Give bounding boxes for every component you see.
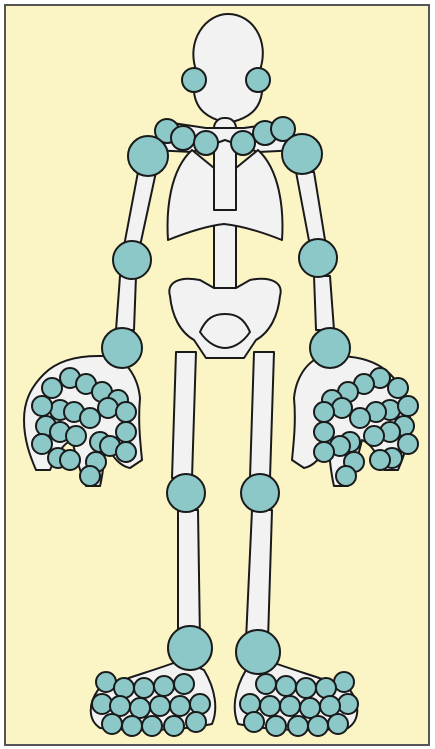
left-hand-joint — [116, 442, 136, 462]
right-wrist-joint — [310, 328, 350, 368]
left-ankle-joint — [168, 626, 212, 670]
right-hand-joint — [388, 378, 408, 398]
right-hand-joint — [398, 434, 418, 454]
right-toe-joint — [244, 712, 264, 732]
left-sternoclavicular-joint — [194, 131, 218, 155]
left-toe-joint — [114, 678, 134, 698]
left-femur — [172, 352, 196, 478]
right-hand-joint — [336, 466, 356, 486]
left-knee-joint — [167, 474, 205, 512]
left-hand-joint — [32, 434, 52, 454]
right-toe-joint — [300, 698, 320, 718]
right-hand-joint — [314, 402, 334, 422]
left-hand-joint — [80, 466, 100, 486]
left-hand-joint — [32, 396, 52, 416]
left-elbow-joint — [113, 241, 151, 279]
right-toe-joint — [240, 694, 260, 714]
right-hand-joint — [364, 426, 384, 446]
right-toe-joint — [316, 678, 336, 698]
right-ankle-joint — [236, 630, 280, 674]
right-jaw-joint — [246, 68, 270, 92]
right-upper-arm-joint — [282, 134, 322, 174]
left-toe-joint — [190, 694, 210, 714]
right-toe-joint — [288, 716, 308, 736]
left-toe-joint — [150, 696, 170, 716]
left-toe-joint — [102, 714, 122, 734]
left-toe-joint — [134, 678, 154, 698]
left-toe-joint — [174, 674, 194, 694]
skull — [193, 14, 262, 122]
right-forearm — [314, 276, 334, 330]
left-toe-joint — [170, 696, 190, 716]
right-toe-joint — [296, 678, 316, 698]
right-toe-joint — [280, 696, 300, 716]
left-hand-joint — [42, 378, 62, 398]
right-toe-joint — [334, 672, 354, 692]
left-toe-joint — [110, 696, 130, 716]
left-clavicle-joint — [171, 126, 195, 150]
right-elbow-joint — [299, 239, 337, 277]
left-tibia — [178, 510, 200, 640]
left-toe-joint — [164, 716, 184, 736]
left-toe-joint — [122, 716, 142, 736]
left-forearm — [116, 276, 136, 330]
left-hand-joint — [116, 422, 136, 442]
left-wrist-joint — [102, 328, 142, 368]
left-hand-joint — [80, 408, 100, 428]
right-hand-joint — [332, 398, 352, 418]
left-hand-joint — [98, 398, 118, 418]
right-toe-joint — [260, 696, 280, 716]
right-hand-joint — [398, 396, 418, 416]
right-hand-joint — [314, 422, 334, 442]
right-toe-joint — [320, 696, 340, 716]
left-hand-joint — [66, 426, 86, 446]
right-femur — [250, 352, 274, 478]
right-hand-joint — [314, 442, 334, 462]
right-sternoclavicular-joint — [231, 131, 255, 155]
right-toe-joint — [308, 716, 328, 736]
right-hand-joint — [350, 408, 370, 428]
left-jaw-joint — [182, 68, 206, 92]
left-upper-arm-joint — [128, 136, 168, 176]
left-hand-joint — [116, 402, 136, 422]
right-toe-joint — [338, 694, 358, 714]
left-toe-joint — [92, 694, 112, 714]
left-toe-joint — [154, 676, 174, 696]
right-knee-joint — [241, 474, 279, 512]
left-toe-joint — [96, 672, 116, 692]
right-toe-joint — [328, 714, 348, 734]
left-toe-joint — [186, 712, 206, 732]
right-toe-joint — [256, 674, 276, 694]
right-hand-joint — [370, 450, 390, 470]
left-toe-joint — [130, 698, 150, 718]
right-toe-joint — [266, 716, 286, 736]
left-toe-joint — [142, 716, 162, 736]
right-toe-joint — [276, 676, 296, 696]
left-hand-joint — [60, 450, 80, 470]
